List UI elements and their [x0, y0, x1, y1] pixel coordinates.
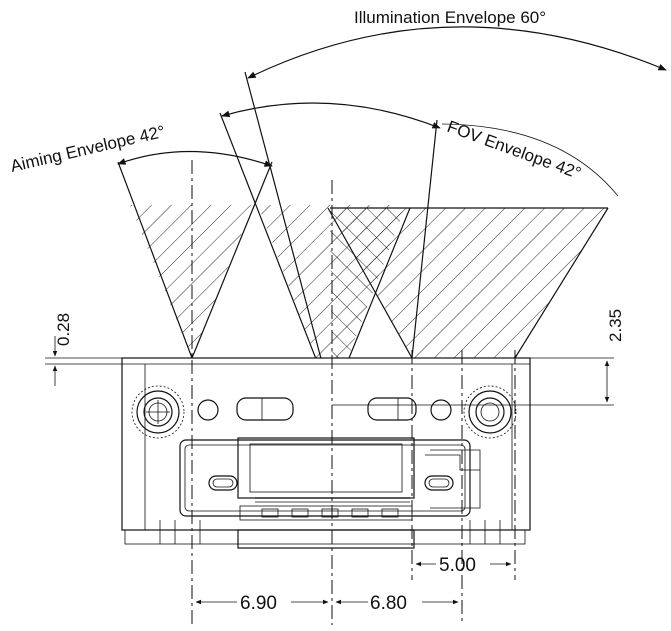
dimension-6-80-label: 6.80 [370, 593, 407, 614]
aiming-arc-right [221, 102, 441, 129]
slot-left [208, 475, 238, 491]
led-right [430, 399, 452, 421]
dimension-6-90: 6.90 [195, 593, 329, 614]
dimension-6-90-label: 6.90 [240, 593, 277, 614]
scan-engine-body [121, 357, 531, 549]
dimension-6-80: 6.80 [335, 593, 459, 614]
dimension-2-35: 2.35 [332, 309, 625, 406]
dimension-0-28-label: 0.28 [54, 313, 73, 346]
aperture-right [367, 397, 417, 421]
led-left [197, 399, 219, 421]
center-lines [191, 160, 516, 625]
dimension-0-28: 0.28 [45, 313, 122, 386]
illumination-envelope-label: Illumination Envelope 60° [354, 8, 546, 27]
fov-arc [441, 123, 619, 197]
dimension-5-00: 5.00 [415, 555, 512, 576]
screw-right [463, 385, 517, 439]
illumination-arc [247, 26, 667, 79]
aiming-envelope-label: Aiming Envelope 42° [9, 122, 167, 176]
slot-right [424, 475, 454, 491]
dimension-2-35-label: 2.35 [606, 309, 625, 342]
fov-envelope-label: FOV Envelope 42° [445, 117, 584, 183]
aiming-envelope-left [117, 161, 273, 358]
fov-envelope [327, 119, 609, 358]
aiming-arc-left [117, 150, 273, 167]
dimension-5-00-label: 5.00 [439, 555, 476, 576]
aperture-left [236, 397, 294, 421]
screw-left [131, 385, 185, 439]
